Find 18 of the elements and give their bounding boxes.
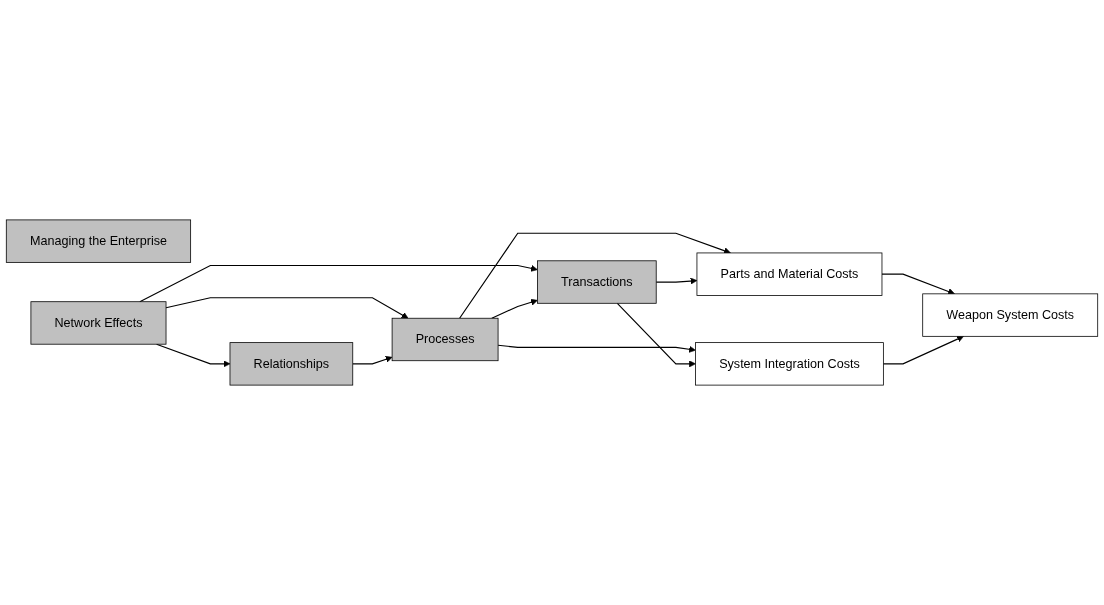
node-box: Processes — [391, 317, 499, 362]
arrow — [882, 335, 964, 365]
node-box: Relationships — [229, 342, 354, 386]
node-box: Weapon System Costs — [922, 293, 1099, 337]
node-box: Transactions — [537, 260, 657, 304]
node-box: Parts and Material Costs — [696, 252, 883, 296]
arrow — [165, 297, 409, 319]
arrow — [139, 264, 538, 303]
node-box: System Integration Costs — [695, 342, 884, 386]
arrow — [881, 273, 955, 295]
arrow — [352, 355, 393, 365]
arrow — [497, 344, 696, 353]
node-box: Managing the Enterprise — [5, 219, 192, 263]
arrow — [616, 302, 696, 368]
arrow — [655, 277, 698, 285]
node-box: Network Effects — [30, 301, 167, 345]
arrow — [459, 232, 731, 319]
arrow — [491, 298, 538, 319]
